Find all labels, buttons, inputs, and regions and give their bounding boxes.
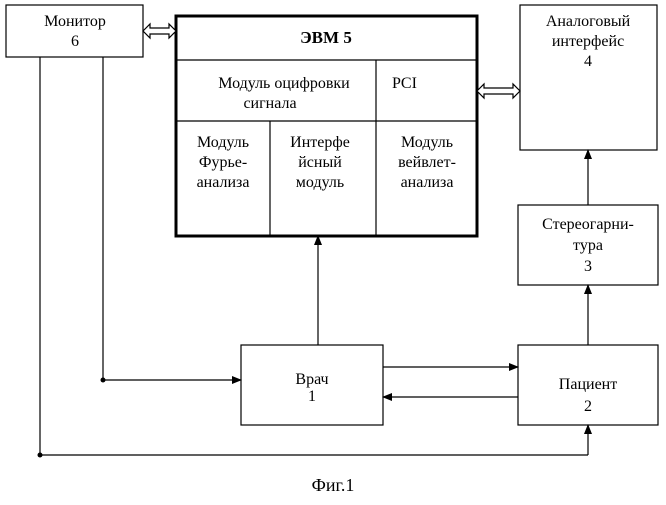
headset-number: 3 xyxy=(584,258,592,275)
doctor-number: 1 xyxy=(308,388,316,405)
wavelet-module-line3: анализа xyxy=(401,174,454,191)
interface-module-line3: модуль xyxy=(296,174,344,191)
doctor-block: Врач 1 xyxy=(241,345,383,425)
headset-block: Стереогарни- тура 3 xyxy=(518,205,658,285)
wavelet-module-line1: Модуль xyxy=(401,134,453,151)
monitor-block: Монитор 6 xyxy=(6,5,143,57)
digitization-module-line2: сигнала xyxy=(243,95,296,112)
patient-label: Пациент xyxy=(559,376,617,393)
computer-block: ЭВМ 5 Модуль оцифровки сигнала PCI Модул… xyxy=(176,16,477,236)
figure-caption: Фиг.1 xyxy=(312,475,355,495)
doctor-label: Врач xyxy=(295,371,328,388)
headset-line2: тура xyxy=(573,237,603,254)
analog-interface-block: Аналоговый интерфейс 4 xyxy=(520,5,657,150)
analog-interface-number: 4 xyxy=(584,53,592,70)
wavelet-module-line2: вейвлет- xyxy=(398,154,456,171)
interface-module-line1: Интерфе xyxy=(290,134,350,151)
computer-title: ЭВМ 5 xyxy=(300,28,352,47)
monitor-computer-double-arrow xyxy=(143,24,176,38)
monitor-label: Монитор xyxy=(44,13,106,30)
patient-block: Пациент 2 xyxy=(518,345,658,425)
pci-label: PCI xyxy=(392,75,417,92)
analog-interface-line1: Аналоговый xyxy=(546,13,631,30)
interface-module-line2: йсный xyxy=(298,154,342,171)
monitor-number: 6 xyxy=(71,33,79,50)
fourier-module-line3: анализа xyxy=(197,174,250,191)
fourier-module-line1: Модуль xyxy=(197,134,249,151)
patient-number: 2 xyxy=(584,398,592,415)
digitization-module-line1: Модуль оцифровки xyxy=(218,75,350,92)
fourier-module-line2: Фурье- xyxy=(199,154,247,171)
headset-line1: Стереогарни- xyxy=(542,216,634,233)
pci-analog-double-arrow xyxy=(477,84,520,98)
analog-interface-line2: интерфейс xyxy=(552,33,624,50)
monitor-doctor-connector xyxy=(101,57,242,383)
